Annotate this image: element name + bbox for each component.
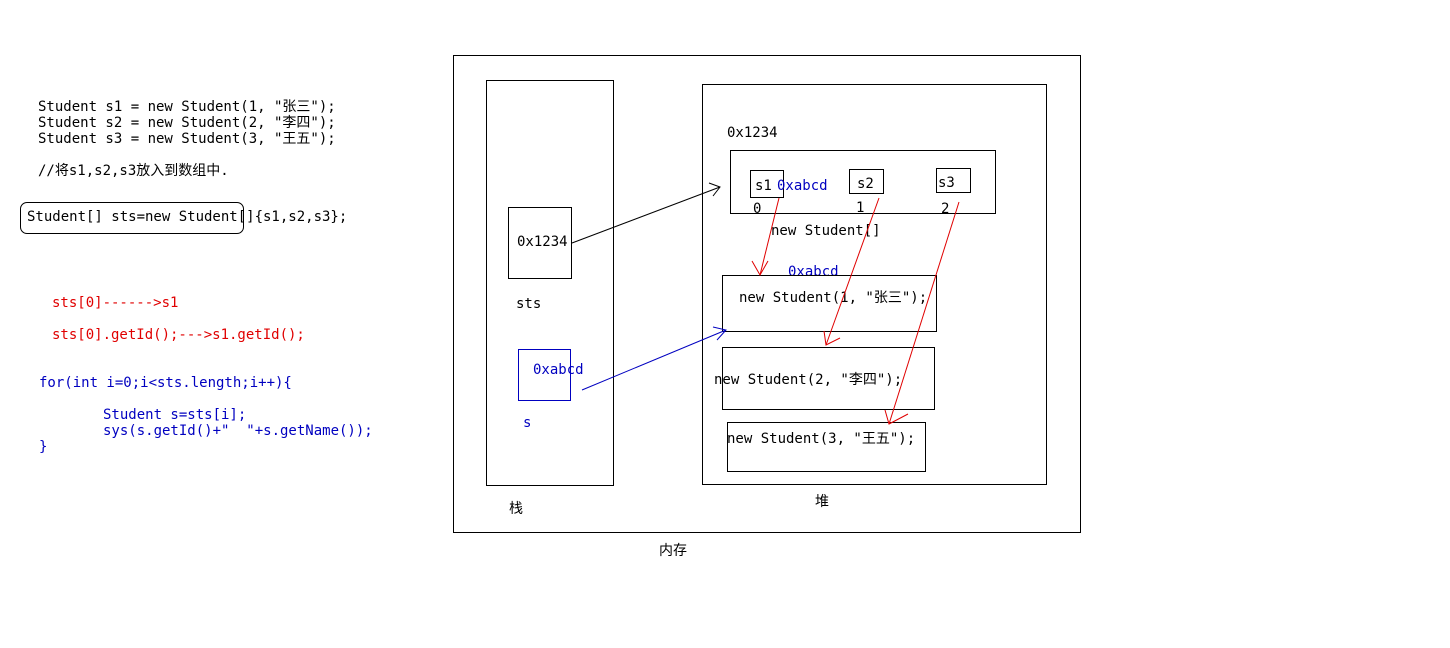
code-loop-close: } bbox=[39, 439, 48, 455]
sts-variable-value: 0x1234 bbox=[517, 234, 568, 250]
student1-object-label: new Student(1, "张三"); bbox=[739, 290, 928, 306]
note-sts0-s1: sts[0]------>s1 bbox=[52, 295, 179, 311]
array-slot-s3 bbox=[936, 168, 971, 193]
array-address: 0x1234 bbox=[727, 125, 778, 141]
array-type-label: new Student[] bbox=[771, 223, 881, 239]
array-index-2: 2 bbox=[941, 201, 950, 217]
array-slot-s1-value: 0xabcd bbox=[777, 178, 828, 194]
array-index-1: 1 bbox=[856, 200, 865, 216]
s-variable-box bbox=[518, 349, 571, 401]
code-comment: //将s1,s2,s3放入到数组中. bbox=[38, 163, 229, 179]
sts-variable-box bbox=[508, 207, 572, 279]
stack-frame bbox=[486, 80, 614, 486]
array-object-box bbox=[730, 150, 996, 214]
student2-object-label: new Student(2, "李四"); bbox=[714, 372, 903, 388]
s-variable-value: 0xabcd bbox=[533, 362, 584, 378]
array-slot-s1-label: s1 bbox=[755, 178, 772, 194]
code-loop-assign: Student s=sts[i]; bbox=[103, 407, 247, 423]
code-line-s1: Student s1 = new Student(1, "张三"); bbox=[38, 99, 336, 115]
student1-object-box bbox=[722, 275, 937, 332]
note-getid: sts[0].getId();--->s1.getId(); bbox=[52, 327, 305, 343]
heap-label: 堆 bbox=[815, 494, 829, 510]
arrow-s2-to-student2 bbox=[823, 197, 880, 346]
array-slot-s2-label: s2 bbox=[857, 176, 874, 192]
student3-object-label: new Student(3, "王五"); bbox=[727, 431, 916, 447]
student3-object-box bbox=[727, 422, 926, 472]
code-for-loop: for(int i=0;i<sts.length;i++){ bbox=[39, 375, 292, 391]
s-variable-name: s bbox=[523, 415, 532, 431]
code-line-s3: Student s3 = new Student(3, "王五"); bbox=[38, 131, 336, 147]
arrow-s1-to-student1 bbox=[751, 197, 780, 277]
heap-frame bbox=[702, 84, 1047, 485]
code-line-s2: Student s2 = new Student(2, "李四"); bbox=[38, 115, 336, 131]
code-loop-print: sys(s.getId()+" "+s.getName()); bbox=[103, 423, 373, 439]
arrow-s-to-student1 bbox=[581, 326, 727, 391]
code-array-decl: Student[] sts=new Student[]{s1,s2,s3}; bbox=[27, 209, 348, 225]
array-slot-s3-label: s3 bbox=[938, 175, 955, 191]
memory-label: 内存 bbox=[659, 543, 687, 559]
array-slot-s1 bbox=[750, 170, 784, 198]
arrow-sts-to-array bbox=[571, 182, 721, 244]
array-decl-highlight bbox=[20, 202, 244, 234]
arrow-s3-to-student3 bbox=[884, 201, 960, 425]
student2-object-box bbox=[722, 347, 935, 410]
student1-address: 0xabcd bbox=[788, 264, 839, 280]
array-index-0: 0 bbox=[753, 201, 762, 217]
stack-label: 栈 bbox=[509, 501, 523, 517]
sts-variable-name: sts bbox=[516, 296, 542, 312]
memory-frame bbox=[453, 55, 1081, 533]
array-slot-s2 bbox=[849, 169, 884, 194]
